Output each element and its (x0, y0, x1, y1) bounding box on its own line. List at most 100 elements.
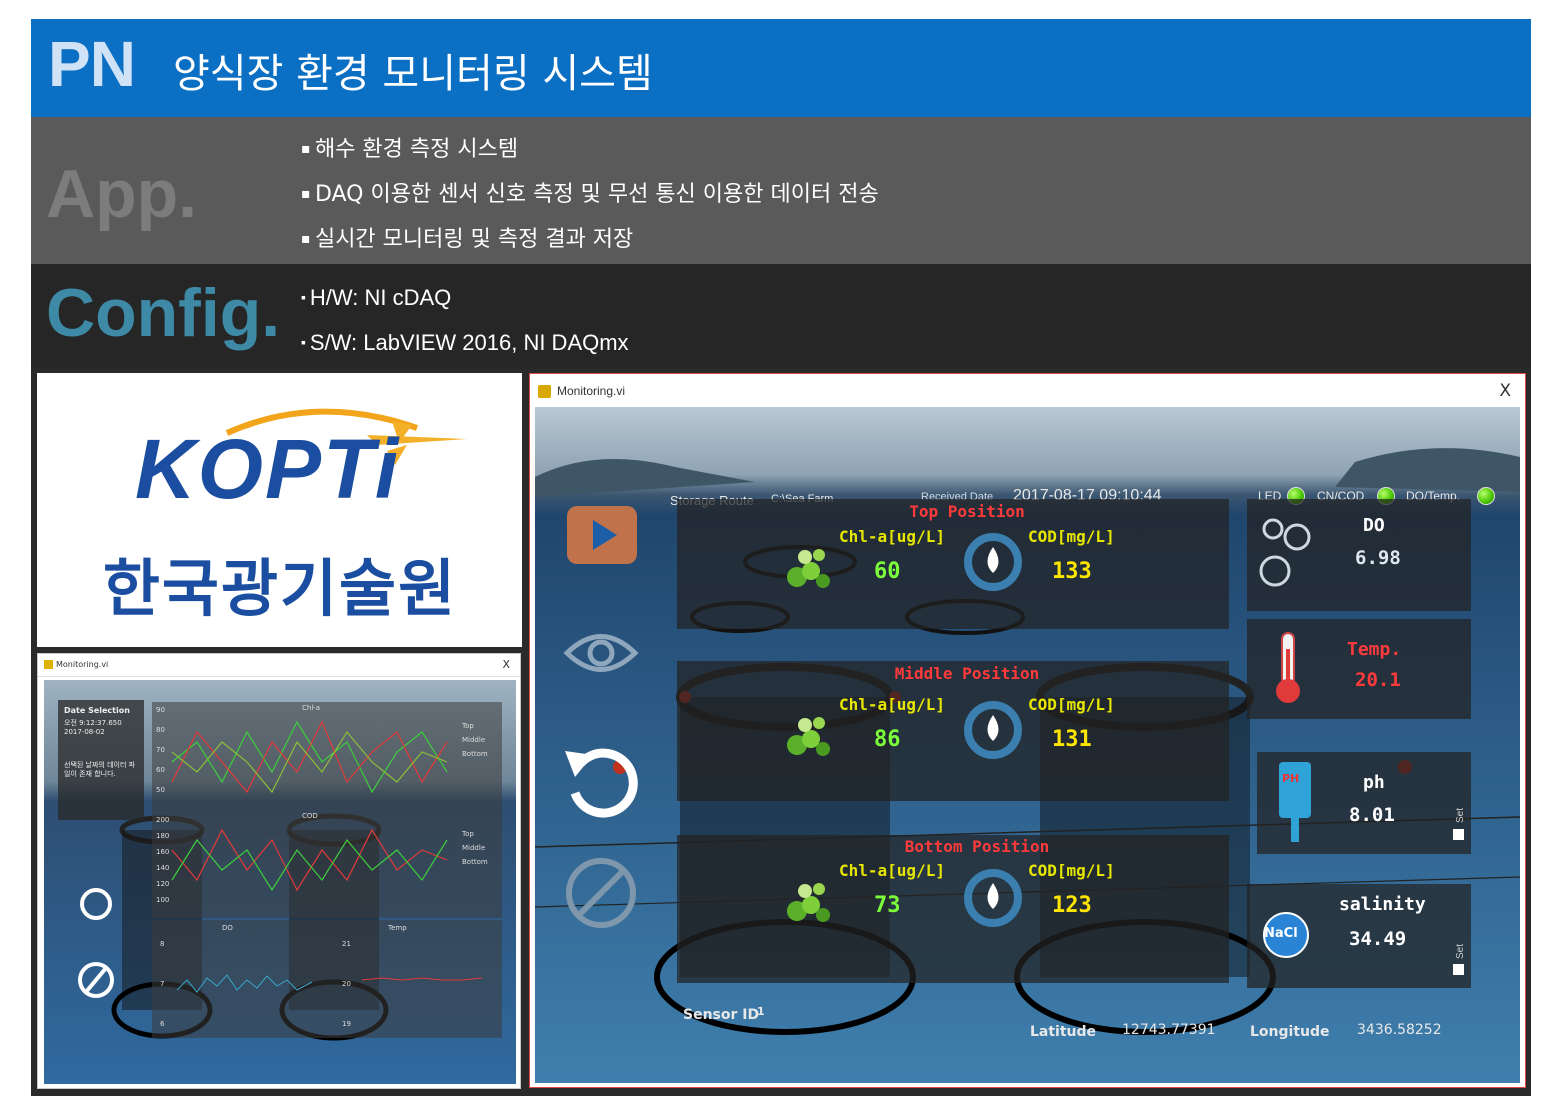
longitude-label: Longitude (1250, 1024, 1330, 1040)
page-title: 양식장 환경 모니터링 시스템 (173, 51, 653, 97)
top-position-panel: Top Position Chl-a[ug/L] 60 COD[mg/L] 13… (677, 499, 1229, 629)
tick-label: 200 (156, 816, 170, 824)
eye-icon[interactable] (563, 622, 639, 684)
ph-set-checkbox[interactable] (1453, 829, 1464, 840)
chart-title: COD (302, 812, 318, 820)
live-monitoring-window: Monitoring.vi X (529, 373, 1526, 1088)
tick-label: 90 (156, 706, 165, 714)
set-label: Set (1455, 943, 1467, 960)
sea-farm-scene: Storage Route C:\Sea Farm Received Date … (535, 407, 1520, 1083)
app-bullet: DAQ 이용한 센서 신호 측정 및 무선 통신 이용한 데이터 전송 (301, 172, 879, 217)
app-section-label: App. (46, 156, 198, 232)
config-section-label: Config. (46, 275, 281, 351)
algae-icon (787, 717, 830, 756)
thermometer-icon (1276, 632, 1300, 703)
ph-panel: PH ph 8.01 Set (1257, 752, 1471, 854)
longitude-value: 3436.58252 (1357, 1022, 1442, 1038)
date-selection-panel: Date Selection 오전 9:12:37.650 2017-08-02… (58, 700, 144, 820)
do-temp-indicator (1477, 487, 1495, 505)
legend-top: Top (462, 722, 474, 730)
kopti-wordmark: KOPTi (135, 422, 401, 516)
tick-label: 19 (342, 1020, 351, 1028)
cod-value: 131 (1052, 727, 1092, 752)
tick-label: 120 (156, 880, 170, 888)
chart-title: DO (222, 924, 233, 932)
selected-date[interactable]: 2017-08-02 (64, 728, 105, 736)
tick-label: 160 (156, 848, 170, 856)
kopti-logo-panel: KOPTi 한국광기술원 (37, 373, 522, 647)
tick-label: 140 (156, 864, 170, 872)
tick-label: 70 (156, 746, 165, 754)
tick-label: 6 (160, 1020, 165, 1028)
stop-icon[interactable] (563, 855, 639, 931)
labview-icon (538, 385, 551, 398)
tick-label: 100 (156, 896, 170, 904)
temp-value: 20.1 (1355, 669, 1401, 691)
bubbles-icon (1259, 518, 1311, 587)
app-bullet-list: 해수 환경 측정 시스템 DAQ 이용한 센서 신호 측정 및 무선 통신 이용… (301, 127, 879, 262)
tick-label: 7 (160, 980, 165, 988)
sensor-id-value[interactable]: 1 (757, 1005, 765, 1018)
chl-a-lines (171, 720, 448, 794)
history-monitoring-window: Monitoring.vi X Date Selection 오전 9:12 (37, 653, 521, 1089)
play-button[interactable] (565, 504, 639, 566)
chl-a-history-chart: Chl-a 90 80 70 60 50 Top Middle Bottom (152, 702, 502, 810)
legend-top: Top (462, 830, 474, 838)
do-value: 6.98 (1355, 547, 1401, 569)
legend-bottom: Bottom (462, 858, 488, 866)
cod-label: COD[mg/L] (1028, 861, 1115, 880)
nacl-icon (1263, 912, 1309, 958)
close-button[interactable]: X (1499, 381, 1511, 401)
selected-time[interactable]: 오전 9:12:37.650 (64, 719, 122, 727)
chl-a-value: 86 (874, 727, 901, 752)
cod-label: COD[mg/L] (1028, 695, 1115, 714)
do-temp-lines (176, 974, 483, 993)
sea-farm-scene: Date Selection 오전 9:12:37.650 2017-08-02… (44, 680, 516, 1084)
config-section: Config. H/W: NI cDAQ S/W: LabVIEW 2016, … (31, 264, 1531, 368)
title-banner: PN 양식장 환경 모니터링 시스템 (31, 19, 1531, 117)
legend-middle: Middle (462, 844, 486, 852)
salinity-panel: NaCl salinity 34.49 Set (1247, 884, 1471, 988)
labview-icon (44, 660, 53, 669)
cod-value: 133 (1052, 559, 1092, 584)
cod-droplet-icon (964, 533, 1022, 591)
legend-bottom: Bottom (462, 750, 488, 758)
cod-label: COD[mg/L] (1028, 527, 1115, 546)
app-bullet: 실시간 모니터링 및 측정 결과 저장 (301, 217, 879, 262)
cod-lines (171, 828, 448, 892)
tick-label: 8 (160, 940, 165, 948)
window-title: Monitoring.vi (56, 660, 109, 669)
position-title: Top Position (909, 502, 1025, 521)
tick-label: 180 (156, 832, 170, 840)
close-button[interactable]: X (502, 658, 510, 671)
config-bullet: S/W: LabVIEW 2016, NI DAQmx (301, 320, 629, 365)
cod-value: 123 (1052, 893, 1092, 918)
bottom-position-panel: Bottom Position Chl-a[ug/L] 73 COD[mg/L]… (677, 835, 1229, 983)
latitude-label: Latitude (1030, 1024, 1097, 1040)
window-titlebar: Monitoring.vi X (38, 654, 520, 677)
salinity-set-checkbox[interactable] (1453, 964, 1464, 975)
ph-value: 8.01 (1349, 804, 1395, 826)
chl-a-label: Chl-a[ug/L] (839, 695, 945, 714)
temp-panel: Temp. 20.1 (1247, 619, 1471, 719)
nacl-icon-text: NaCl (1264, 926, 1298, 941)
cod-droplet-icon (964, 869, 1022, 927)
date-status-message: 선택된 날짜의 데이터 파일이 존재 합니다. (64, 761, 136, 778)
reset-icon[interactable] (561, 737, 641, 821)
set-label: Set (1455, 807, 1467, 824)
ph-label: ph (1363, 772, 1385, 793)
do-label: DO (1363, 515, 1385, 536)
kopti-korean-name: 한국광기술원 (102, 552, 458, 625)
tick-label: 80 (156, 726, 165, 734)
chl-a-value: 60 (874, 559, 901, 584)
sensor-id-label: Sensor ID (683, 1007, 760, 1023)
cod-history-chart: COD 200 180 160 140 120 100 Top Middle B… (152, 810, 502, 918)
algae-icon (787, 549, 830, 588)
tick-label: 20 (342, 980, 351, 988)
latitude-value: 12743.77391 (1122, 1022, 1216, 1038)
chl-a-value: 73 (874, 893, 901, 918)
position-title: Middle Position (894, 664, 1040, 683)
chl-a-label: Chl-a[ug/L] (839, 527, 945, 546)
app-section: App. 해수 환경 측정 시스템 DAQ 이용한 센서 신호 측정 및 무선 … (31, 117, 1531, 264)
view-icon (80, 888, 112, 920)
